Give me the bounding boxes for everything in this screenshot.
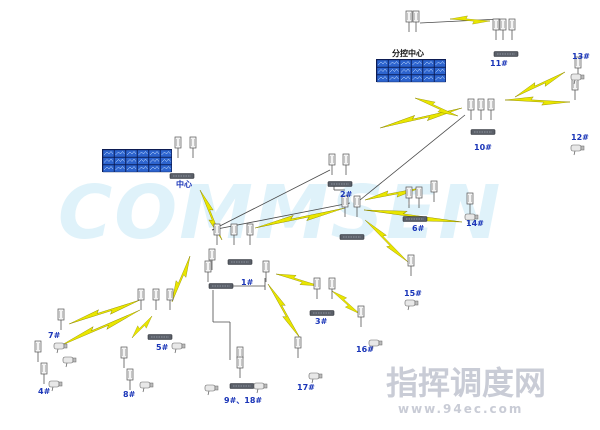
node-label-10: 10# xyxy=(474,143,492,152)
site-url-text: www.94ec.com xyxy=(398,402,523,416)
watermark-text: COMMSEN xyxy=(58,170,502,256)
node-label-6: 6# xyxy=(412,224,425,233)
network-switch-icon xyxy=(470,129,496,135)
camera-icon xyxy=(308,372,323,384)
network-switch-icon xyxy=(493,51,519,57)
antenna-icon xyxy=(262,260,270,283)
node-label-7: 7# xyxy=(48,331,61,340)
node-label-2: 2# xyxy=(340,190,353,199)
node-label-11: 11# xyxy=(490,59,508,68)
site-logo-text: 指挥调度网 xyxy=(386,364,546,402)
network-switch-icon xyxy=(147,334,173,340)
antenna-icon xyxy=(508,18,516,41)
node-label-16: 16# xyxy=(356,345,374,354)
node-label-5: 5# xyxy=(156,343,169,352)
antenna-icon xyxy=(189,136,197,159)
antenna-icon xyxy=(152,288,160,311)
antenna-icon xyxy=(204,260,212,283)
antenna-icon xyxy=(467,98,475,121)
wireless-links xyxy=(57,14,571,351)
node-label-1: 1# xyxy=(241,278,254,287)
lightning-bolt-icon xyxy=(329,287,363,318)
lightning-bolt-icon xyxy=(504,95,571,107)
antenna-icon xyxy=(405,10,413,33)
antenna-icon xyxy=(357,305,365,328)
camera-icon xyxy=(139,381,154,393)
antenna-icon xyxy=(313,277,321,300)
node-label-9-18: 9#、18# xyxy=(224,396,262,405)
branch-center-label: 分控中心 xyxy=(392,48,424,58)
antenna-icon xyxy=(174,136,182,159)
node-label-14: 14# xyxy=(466,219,484,228)
node-label-17: 17# xyxy=(297,383,315,392)
camera-icon xyxy=(570,144,585,156)
node-label-13: 13# xyxy=(572,52,590,61)
antenna-icon xyxy=(407,254,415,277)
antenna-icon xyxy=(120,346,128,369)
lightning-bolt-icon xyxy=(67,295,142,329)
node-label-4: 4# xyxy=(38,387,51,396)
antenna-icon xyxy=(166,288,174,311)
network-switch-icon xyxy=(169,173,195,179)
antenna-icon xyxy=(57,308,65,331)
node-label-15: 15# xyxy=(404,289,422,298)
lightning-bolt-icon xyxy=(378,103,464,133)
antenna-icon xyxy=(40,362,48,385)
node-label-12: 12# xyxy=(571,133,589,142)
antenna-icon xyxy=(492,18,500,41)
camera-icon xyxy=(253,382,268,394)
antenna-icon xyxy=(294,336,302,359)
camera-icon xyxy=(204,384,219,396)
camera-icon xyxy=(171,342,186,354)
antenna-icon xyxy=(126,368,134,391)
network-switch-icon xyxy=(339,234,365,240)
antenna-icon xyxy=(236,356,244,379)
node-label-8: 8# xyxy=(123,390,136,399)
antenna-icon xyxy=(137,288,145,311)
antenna-icon xyxy=(571,78,579,101)
network-switch-icon xyxy=(227,259,253,265)
antenna-icon xyxy=(412,10,420,33)
antenna-icon xyxy=(499,18,507,41)
branch-video-wall xyxy=(376,59,446,83)
main-video-wall xyxy=(102,149,172,173)
network-switch-icon xyxy=(208,283,234,289)
camera-icon xyxy=(48,380,63,392)
camera-icon xyxy=(53,342,68,354)
network-switch-icon xyxy=(229,383,255,389)
main-center-label: 中心 xyxy=(176,179,192,189)
antenna-icon xyxy=(34,340,42,363)
network-switch-icon xyxy=(327,181,353,187)
network-switch-icon xyxy=(402,216,428,222)
antenna-icon xyxy=(487,98,495,121)
camera-icon xyxy=(404,299,419,311)
lightning-bolt-icon xyxy=(264,281,304,341)
lightning-bolt-icon xyxy=(512,67,568,102)
network-switch-icon xyxy=(309,310,335,316)
node-label-3: 3# xyxy=(315,317,328,326)
antenna-icon xyxy=(477,98,485,121)
camera-icon xyxy=(62,356,77,368)
antenna-icon xyxy=(328,277,336,300)
